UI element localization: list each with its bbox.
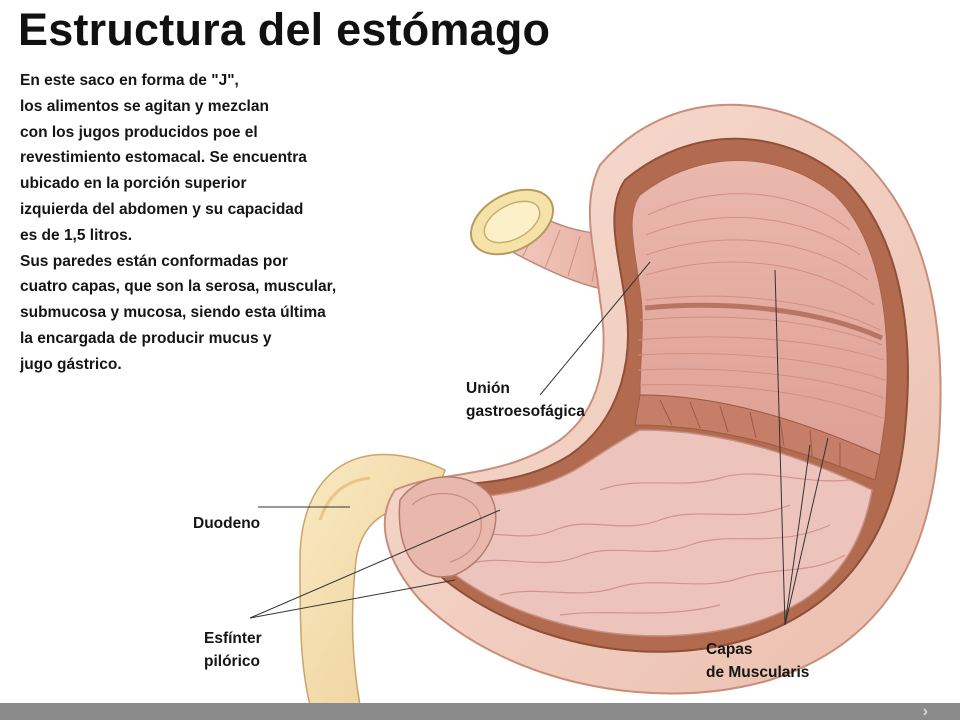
description-line: la encargada de producir mucus y xyxy=(20,329,272,347)
description-line: es de 1,5 litros. xyxy=(20,226,132,244)
description-line: cuatro capas, que son la serosa, muscula… xyxy=(20,278,337,296)
muscle-fibers xyxy=(637,193,886,419)
label-capas-muscularis: Capas de Muscularis xyxy=(706,641,810,681)
leader-line-union xyxy=(539,261,651,396)
description-line: con los jugos producidos poe el xyxy=(20,123,258,141)
pyloric-sphincter xyxy=(398,476,497,578)
mucosa xyxy=(416,429,873,637)
description-line: En este saco en forma de "J", xyxy=(20,72,239,89)
footer-bar: › xyxy=(0,703,960,720)
description-line: los alimentos se agitan y mezclan xyxy=(20,97,269,115)
leader-line-esfinter-2 xyxy=(249,579,456,619)
label-union-gastroesofagica: Unión gastroesofágica xyxy=(466,380,585,420)
label-esfinter-pilorico: Esfínter pilórico xyxy=(204,630,262,670)
duodenum xyxy=(299,453,446,706)
description-text: En este saco en forma de "J", los alimen… xyxy=(20,68,460,378)
description-line: jugo gástrico. xyxy=(20,355,122,373)
description-line: izquierda del abdomen y su capacidad xyxy=(20,200,304,218)
page-title: Estructura del estómago xyxy=(18,4,551,55)
description-line: Sus paredes están conformadas por xyxy=(20,252,288,270)
description-line: submucosa y mucosa, siendo esta última xyxy=(20,304,326,322)
leader-line-capas-1 xyxy=(774,269,786,626)
chevron-right-icon[interactable]: › xyxy=(922,703,928,720)
leader-line-esfinter-1 xyxy=(249,509,501,619)
leader-lines xyxy=(249,261,829,626)
description-line: revestimiento estomacal. Se encuentra xyxy=(20,149,307,167)
leader-line-capas-3 xyxy=(784,437,829,626)
description-line: ubicado en la porción superior xyxy=(20,175,247,193)
label-duodeno: Duodeno xyxy=(193,515,261,532)
leader-line-capas-2 xyxy=(784,444,811,626)
mucosa-folds xyxy=(454,473,851,616)
